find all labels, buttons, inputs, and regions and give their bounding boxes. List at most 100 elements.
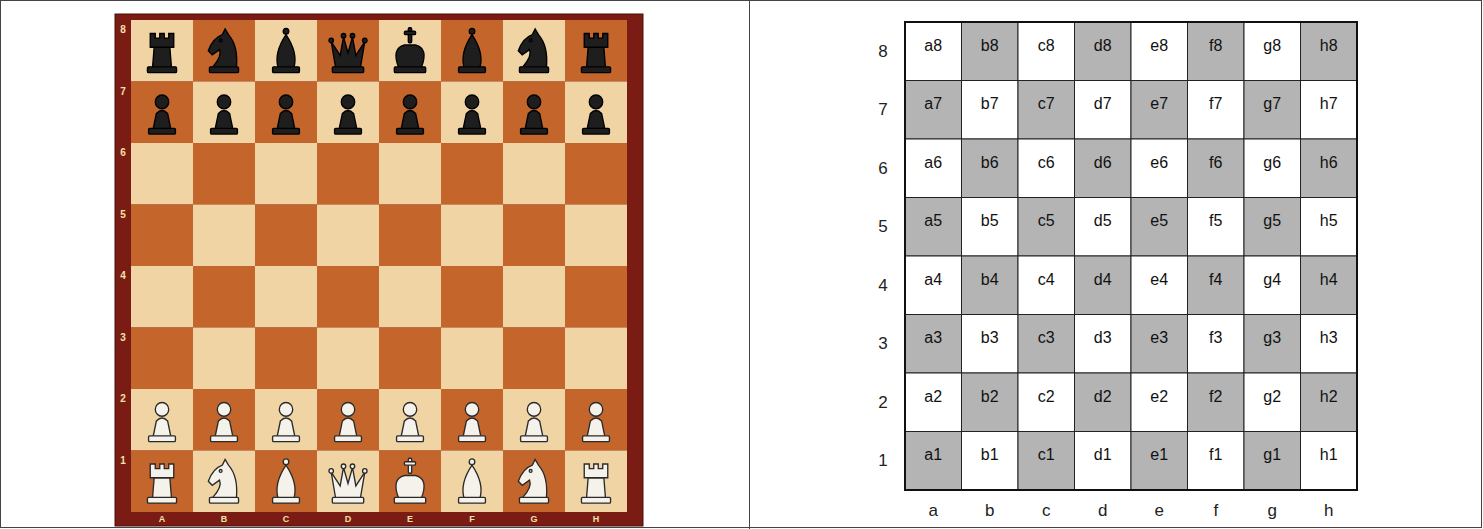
piece-part <box>527 95 540 109</box>
grid-square <box>1075 373 1132 432</box>
square-name: d1 <box>1077 436 1130 476</box>
grid-square <box>1188 432 1245 491</box>
square-name: f5 <box>1190 202 1243 242</box>
chess-piece <box>329 464 367 503</box>
piece-part <box>273 497 300 503</box>
chess-piece <box>394 28 425 73</box>
board-square <box>131 451 193 513</box>
grid-square <box>1188 139 1245 198</box>
piece-part <box>459 497 486 503</box>
piece-part <box>469 28 475 34</box>
chess-piece <box>273 403 300 442</box>
rank-number: 7 <box>868 81 898 140</box>
board-square <box>131 82 193 144</box>
file-letter: C <box>255 512 317 526</box>
piece-part <box>341 34 345 39</box>
board-square <box>193 20 255 82</box>
board-square <box>503 389 565 451</box>
board-square <box>193 389 255 451</box>
board-square <box>255 266 317 328</box>
piece-part <box>155 403 168 417</box>
square-name: c4 <box>1020 260 1073 300</box>
board-square <box>503 205 565 267</box>
piece-part <box>150 464 174 478</box>
chess-piece <box>273 28 300 72</box>
file-letter: F <box>441 512 503 526</box>
piece-part <box>463 111 481 130</box>
piece-part <box>335 128 362 134</box>
grid-square <box>1018 256 1075 315</box>
square-name: g5 <box>1246 202 1299 242</box>
grid-square <box>1018 198 1075 257</box>
chess-piece <box>329 34 367 73</box>
piece-part <box>394 497 425 503</box>
square-name: c3 <box>1020 319 1073 359</box>
file-letter: A <box>131 512 193 526</box>
square-name: e3 <box>1133 319 1186 359</box>
piece-part <box>329 469 333 474</box>
grid-square <box>1131 81 1188 140</box>
piece-part <box>519 67 548 73</box>
chess-piece <box>521 95 548 134</box>
square-name: g8 <box>1246 26 1299 66</box>
grid-square <box>1301 373 1358 432</box>
piece-part <box>283 28 289 34</box>
grid-square <box>1244 373 1301 432</box>
piece-part <box>363 469 367 474</box>
piece-part <box>208 29 236 68</box>
file-letter: b <box>962 496 1019 524</box>
chess-piece <box>397 95 424 134</box>
grid-square <box>1075 139 1132 198</box>
piece-part <box>155 95 168 109</box>
piece-part <box>329 38 333 43</box>
piece-part <box>153 418 171 437</box>
piece-part <box>589 403 602 417</box>
grid-square <box>1301 256 1358 315</box>
grid-square <box>962 256 1019 315</box>
square-name: b3 <box>964 319 1017 359</box>
board-square <box>255 143 317 205</box>
piece-part <box>211 436 238 442</box>
board-square <box>193 143 255 205</box>
board-square <box>379 328 441 390</box>
board-square <box>317 20 379 82</box>
piece-part <box>469 459 475 465</box>
square-name: b2 <box>964 377 1017 417</box>
chess-piece <box>273 459 300 503</box>
rank-number: 1 <box>115 453 131 469</box>
square-name: h5 <box>1303 202 1356 242</box>
board-square <box>317 389 379 451</box>
piece-part <box>583 128 610 134</box>
grid-square <box>962 373 1019 432</box>
grid-square <box>1244 256 1301 315</box>
piece-part <box>149 436 176 442</box>
chess-piece <box>335 403 362 442</box>
grid-square <box>1301 139 1358 198</box>
grid-border <box>905 22 1357 490</box>
piece-part <box>147 67 176 73</box>
piece-part <box>341 95 354 109</box>
grid-square <box>1075 81 1132 140</box>
piece-part <box>463 35 481 68</box>
board-square <box>379 143 441 205</box>
square-name: g3 <box>1246 319 1299 359</box>
square-name: a1 <box>907 436 960 476</box>
square-name: h3 <box>1303 319 1356 359</box>
rank-number: 6 <box>115 145 131 161</box>
piece-part <box>519 497 548 503</box>
board-square <box>565 266 627 328</box>
piece-part <box>521 128 548 134</box>
grid-square <box>1301 81 1358 140</box>
grid-square <box>1018 315 1075 374</box>
piece-part <box>404 462 415 465</box>
grid-square <box>1188 256 1245 315</box>
grid-square <box>1188 198 1245 257</box>
square-name: a8 <box>907 26 960 66</box>
square-name: d5 <box>1077 202 1130 242</box>
square-name: f2 <box>1190 377 1243 417</box>
board-square <box>193 205 255 267</box>
board-square <box>565 451 627 513</box>
piece-part <box>331 467 365 498</box>
